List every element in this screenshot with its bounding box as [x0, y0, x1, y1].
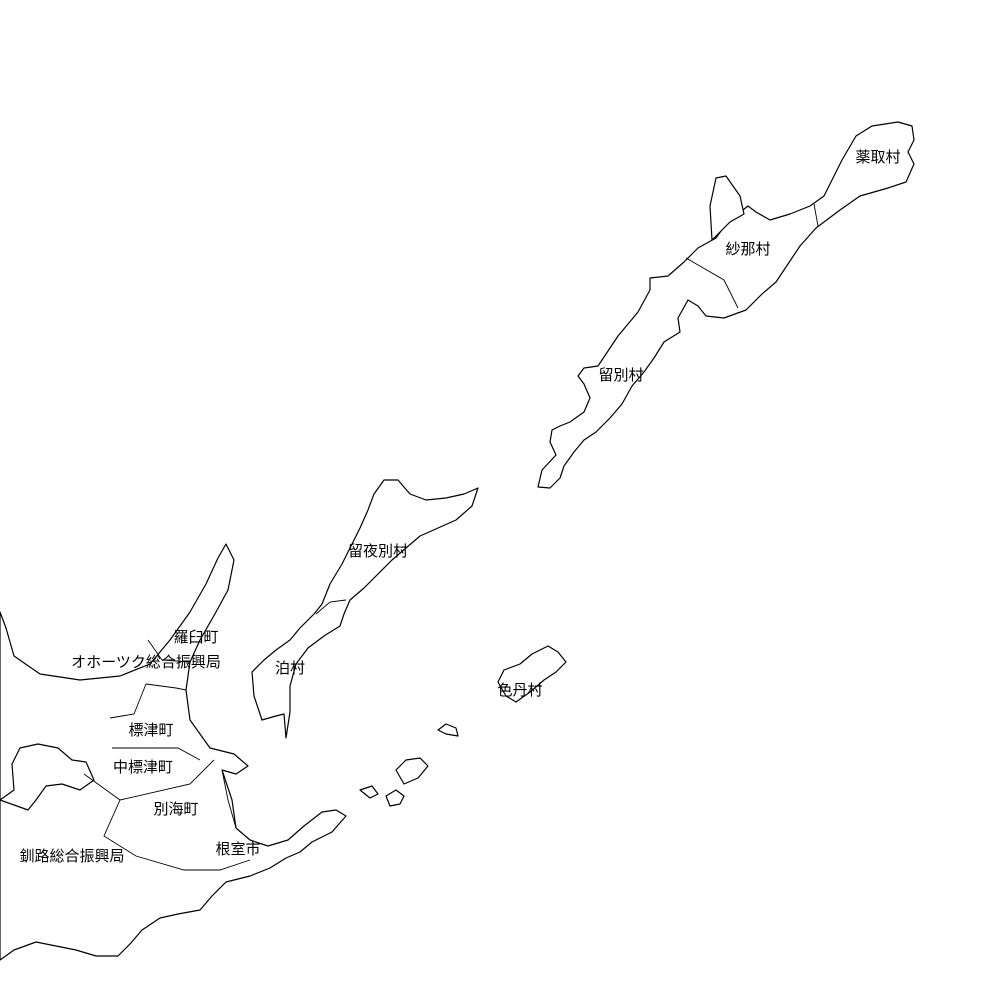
label-rausu: 羅臼町: [173, 628, 218, 646]
etorofu-island[interactable]: [537, 121, 915, 489]
kunashiri-island[interactable]: [251, 479, 479, 739]
label-okhotsk: オホーツク総合振興局: [71, 653, 221, 671]
small-island-1: [437, 723, 459, 737]
border-shibetsu-nakashibetsu: [112, 747, 201, 761]
border-rausu-shibetsu: [145, 683, 187, 691]
border-okhotsk-rausu: [147, 639, 191, 663]
small-island-3: [359, 785, 379, 799]
shikotan-island[interactable]: [497, 645, 567, 703]
hokkaido-mainland[interactable]: [0, 543, 347, 961]
etorofu-north-cape: [709, 175, 745, 241]
label-shikotan: 薬取村: [855, 148, 900, 166]
small-island-4: [385, 789, 405, 807]
border-kushiro-betsukai: [103, 799, 251, 871]
small-island-2: [395, 757, 429, 785]
label-shikotan-isl: 色丹村: [497, 681, 542, 699]
label-ruyobetsu: 留夜別村: [348, 542, 408, 560]
border-shana-rubetsu: [685, 257, 739, 309]
label-shibetsu: 標津町: [128, 721, 173, 739]
border-shikotan-shana: [813, 203, 819, 227]
border-ruyobetsu-tomari: [315, 599, 347, 615]
label-betsukai: 別海町: [153, 800, 198, 818]
label-nakashibetsu: 中標津町: [113, 758, 173, 776]
label-nemuro: 根室市: [215, 840, 260, 858]
label-rubetsu: 留別村: [598, 366, 643, 384]
border-betsukai-nemuro: [221, 769, 237, 829]
border-nakashibetsu-betsukai: [83, 759, 215, 801]
label-tomari: 泊村: [275, 659, 305, 677]
border-okhotsk-shibetsu: [109, 683, 147, 719]
label-kushiro: 釧路総合振興局: [19, 847, 124, 865]
label-shana: 紗那村: [725, 240, 770, 258]
